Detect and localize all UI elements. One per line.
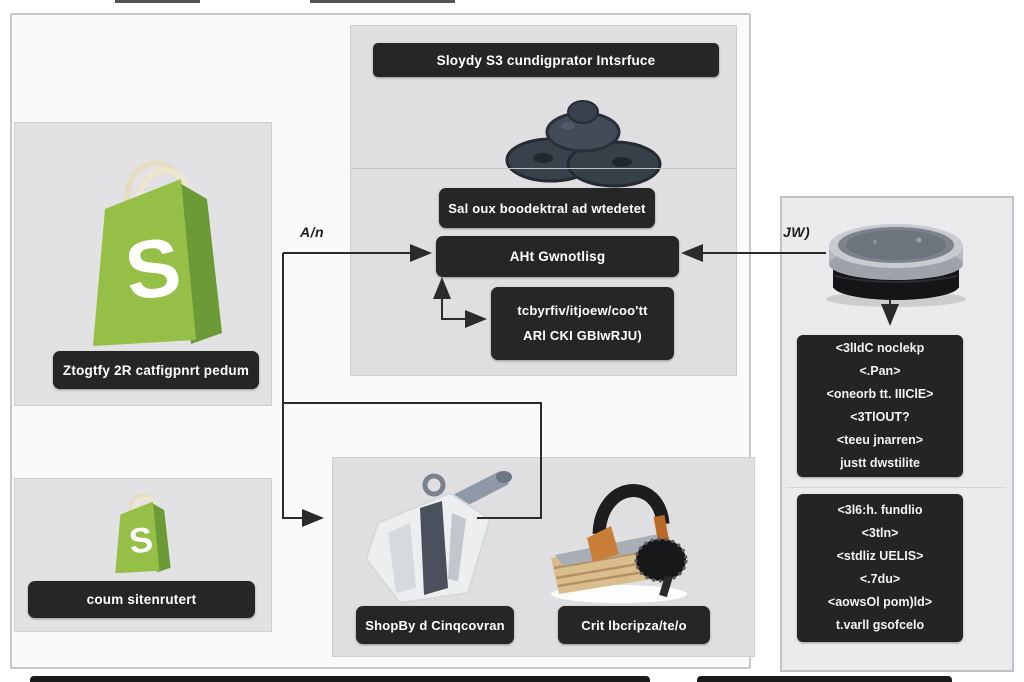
node-api-gateway-label: AHt Gwnotlisg [509, 249, 606, 264]
node-product-right-label: Crit lbcripza/te/o [581, 617, 687, 633]
panel-divider [786, 487, 1006, 488]
bottom-crop-strip [697, 676, 952, 682]
code1-line: <3lIdC noclekp [835, 341, 925, 355]
top-crop-dash [310, 0, 455, 3]
panel-shopify-product: S Ztogtfy 2R catfigpnrt pedum [14, 122, 272, 406]
bag-letter: S [120, 221, 185, 318]
shopify-bag-large-icon: S [93, 160, 222, 346]
panel-divider [351, 168, 736, 169]
configurator-title-label: Sloydy S3 cundigprator Intsrfuce [436, 52, 656, 68]
bottom-crop-strip [30, 676, 650, 682]
code1-line: <teeu jnarren> [836, 433, 924, 447]
node-configurator-title: Sloydy S3 cundigprator Intsrfuce [373, 43, 719, 77]
node-product-right: Crit lbcripza/te/o [558, 606, 710, 644]
bag-letter: S [127, 520, 155, 562]
code2-line: t.varll gsofcelo [835, 618, 925, 632]
code1-line: <oneorb tt. IIIClE> [826, 387, 934, 401]
top-crop-dash [115, 0, 200, 3]
code2-line: <.7du> [859, 572, 901, 586]
node-api-gateway: AHt Gwnotlisg [436, 236, 679, 277]
shopify-bag-small-icon: S [115, 493, 171, 574]
code1-line: <.Pan> [859, 364, 901, 378]
printed-knobs-image [505, 100, 662, 188]
api-label-left-text: A/n [300, 224, 325, 240]
node-model-label: Sal oux boodektral ad wtedetet [448, 200, 646, 216]
code1-line: justt dwstilite [840, 456, 920, 470]
panel-products: ShopBy d Cinqcovran Crit lbcripza/te/o [332, 457, 755, 657]
node-product-left-label: ShopBy d Cinqcovran [365, 617, 505, 633]
node-storefront: coum sitenrutert [28, 581, 255, 618]
panel-configurator: Sloydy S3 cundigprator Intsrfuce Sal oux… [350, 25, 737, 376]
code2-line: <3tln> [861, 526, 899, 540]
node-api-call-line1: tcbyrfiv/itjoew/coo'tt [517, 302, 648, 318]
node-shopify-product: Ztogtfy 2R catfigpnrt pedum [53, 351, 259, 389]
node-code-block-2: <3l6:h. fundlio <3tln> <stdliz UELIS> <.… [797, 494, 963, 642]
bracket-product-image [364, 471, 512, 605]
node-api-call: tcbyrfiv/itjoew/coo'tt ARl CKI GBIwRJU) [491, 287, 674, 360]
panel-device: <3lIdC noclekp <.Pan> <oneorb tt. IIIClE… [780, 196, 1014, 672]
code1-line: <3TlOUT? [850, 410, 910, 424]
code2-line: <aowsOl pom)ld> [827, 595, 933, 609]
sandal-product-image [551, 484, 688, 603]
node-shopify-product-label: Ztogtfy 2R catfigpnrt pedum [62, 362, 250, 378]
knob-device-image [826, 224, 966, 307]
node-storefront-label: coum sitenrutert [86, 592, 197, 607]
node-product-left: ShopBy d Cinqcovran [356, 606, 514, 644]
api-label-right-text: JW) [783, 224, 811, 240]
code2-line: <stdliz UELIS> [836, 549, 924, 563]
code2-line: <3l6:h. fundlio [837, 503, 923, 517]
node-model: Sal oux boodektral ad wtedetet [439, 188, 655, 228]
api-label-left: A/n [300, 224, 324, 240]
api-label-right: JW) [783, 224, 810, 240]
node-code-block-1: <3lIdC noclekp <.Pan> <oneorb tt. IIIClE… [797, 335, 963, 477]
panel-storefront: S coum sitenrutert [14, 478, 272, 632]
node-api-call-line2: ARl CKI GBIwRJU) [523, 327, 642, 343]
